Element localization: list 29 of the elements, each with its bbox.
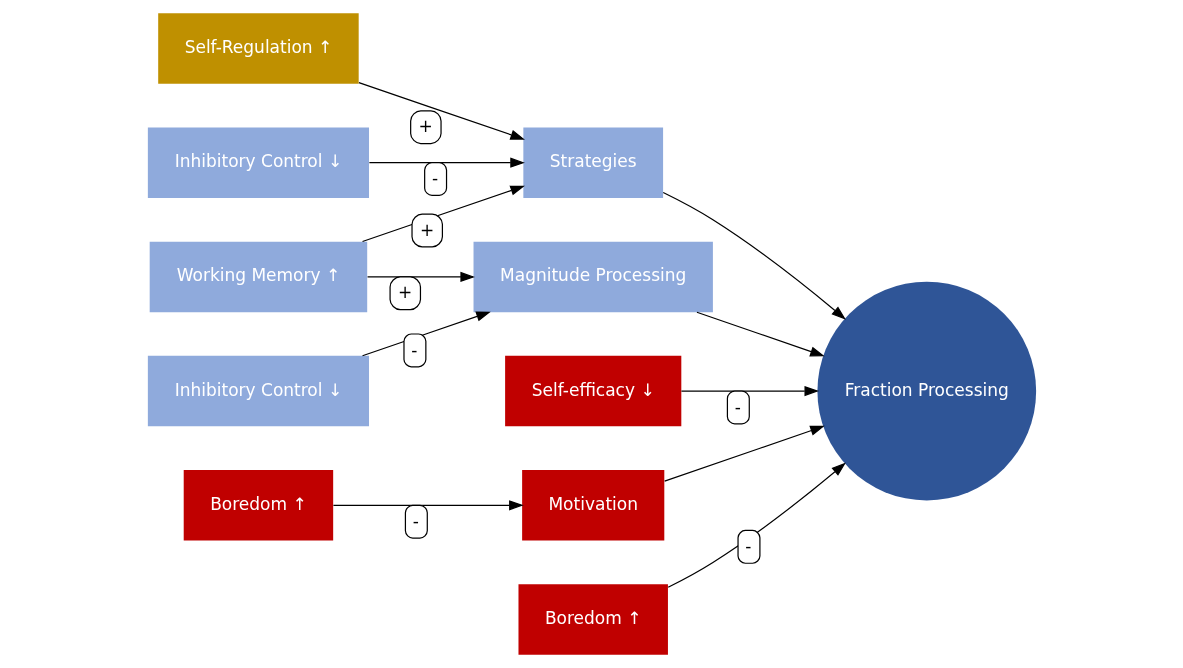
edge-label: -: [431, 168, 438, 189]
arrow: [663, 425, 825, 482]
arrow: [361, 311, 491, 357]
node-box: Self-efficacy ↓: [504, 355, 681, 427]
arrow: [357, 81, 525, 140]
arrow: [662, 191, 846, 320]
node-box: Boredom ↑: [518, 584, 668, 655]
node-box: Working Memory ↑: [149, 241, 367, 313]
arrow: [368, 157, 525, 168]
arrow: [680, 386, 819, 397]
edge-label: -: [412, 510, 419, 531]
node-box: Boredom ↑: [183, 470, 333, 541]
arrow: [667, 462, 846, 588]
edge-label: +: [419, 219, 434, 240]
edge-label: -: [744, 535, 751, 556]
arrow: [695, 311, 825, 357]
node-box: Magnitude Processing: [473, 241, 713, 313]
edge-label: +: [397, 282, 412, 303]
edge-label: +: [418, 116, 433, 137]
arrow: [366, 271, 475, 282]
edge-label: -: [410, 339, 417, 360]
node-circle: Fraction Processing: [816, 281, 1036, 501]
arrow: [332, 500, 524, 511]
node-box: Inhibitory Control ↓: [147, 127, 369, 198]
node-box: Strategies: [522, 127, 663, 198]
node-box: Inhibitory Control ↓: [147, 355, 369, 427]
edge-label: -: [734, 396, 741, 417]
node-box: Motivation: [521, 470, 664, 541]
node-box: Self-Regulation ↑: [157, 13, 359, 84]
